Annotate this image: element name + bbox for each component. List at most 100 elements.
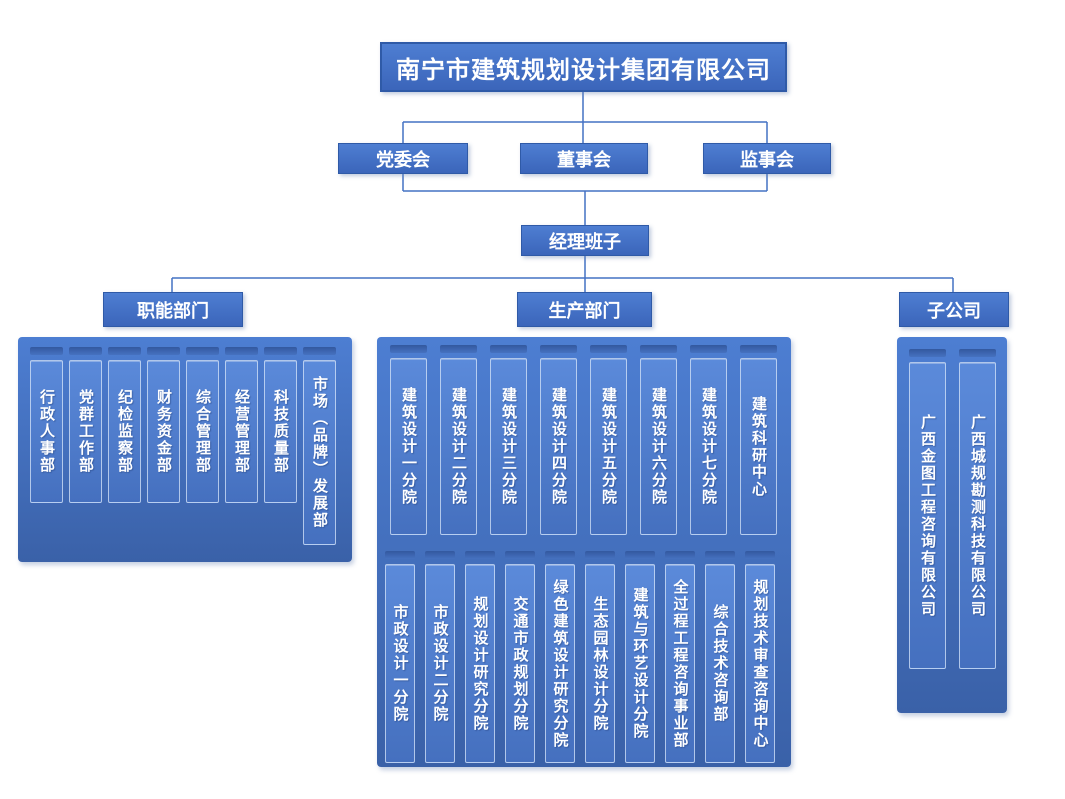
org-unit-box: 科技质量部 [264, 360, 297, 503]
org-unit-column: 建筑设计四分院 [540, 345, 577, 535]
org-unit-label: 全过程工程咨询事业部 [671, 578, 689, 749]
org-unit-column: 市政设计一分院 [385, 551, 415, 763]
org-unit-label: 党群工作部 [77, 389, 94, 474]
org-unit-column: 广西金图工程咨询有限公司 [909, 349, 946, 669]
org-unit-column: 市场（品牌）发展部 [303, 347, 336, 545]
production-columns-row-1: 建筑设计一分院 建筑设计二分院 建筑设计三分院 建筑设计四分院建筑设计五分院 建筑设计六… [390, 345, 777, 535]
org-unit-label: 行政人事部 [38, 389, 55, 474]
org-unit-label: 财务资金部 [155, 389, 172, 474]
org-unit-label: 交通市政规划分院 [511, 595, 529, 732]
column-cap [30, 347, 63, 355]
org-unit-column: 建筑设计五分院 [590, 345, 627, 535]
party-committee-box: 党委会 [338, 143, 468, 174]
org-unit-column: 经营管理部 [225, 347, 258, 545]
org-unit-box: 交通市政规划分院 [505, 564, 535, 763]
org-unit-column: 建筑与环艺设计分院 [625, 551, 655, 763]
org-unit-column: 规划设计研究分院 [465, 551, 495, 763]
org-unit-column: 市政设计二分院 [425, 551, 455, 763]
org-unit-box: 综合技术咨询部 [705, 564, 735, 763]
org-unit-label: 科技质量部 [272, 389, 289, 474]
column-cap [303, 347, 336, 355]
column-cap [390, 345, 427, 353]
org-unit-label: 广西金图工程咨询有限公司 [919, 413, 936, 618]
org-unit-column: 规划技术审查咨询中心 [745, 551, 775, 763]
org-unit-box: 生态园林设计分院 [585, 564, 615, 763]
column-cap [545, 551, 575, 559]
org-unit-label: 建筑设计七分院 [700, 387, 717, 506]
org-unit-label: 绿色建筑设计研究分院 [551, 578, 569, 749]
org-unit-label: 建筑设计六分院 [650, 387, 667, 506]
column-cap [425, 551, 455, 559]
subsidiaries-container: 广西金图工程咨询有限公司 广西城规勘测科技有限公司 [897, 337, 1007, 713]
functional-columns-row: 行政人事部 党群工作部 纪检监察部 财务资金部 综合管理部 经营管理部 科技质量部 市场（品牌… [30, 347, 336, 545]
org-unit-column: 建筑科研中心 [740, 345, 777, 535]
org-unit-column: 科技质量部 [264, 347, 297, 545]
column-cap [640, 345, 677, 353]
org-unit-column: 财务资金部 [147, 347, 180, 545]
column-cap [69, 347, 102, 355]
org-unit-column: 广西城规勘测科技有限公司 [959, 349, 996, 669]
org-unit-label: 市场（品牌）发展部 [311, 376, 328, 529]
column-cap [490, 345, 527, 353]
org-unit-box: 建筑科研中心 [740, 358, 777, 535]
production-columns-row-2: 市政设计一分院 市政设计二分院规划设计研究分院交通市政规划分院 绿色建筑设计研究分院… [385, 551, 775, 763]
org-unit-box: 广西城规勘测科技有限公司 [959, 362, 996, 669]
column-cap [385, 551, 415, 559]
org-unit-label: 市政设计二分院 [431, 604, 449, 723]
production-departments-header: 生产部门 [517, 292, 652, 327]
supervisory-board-box: 监事会 [703, 143, 831, 174]
column-cap [147, 347, 180, 355]
org-unit-label: 综合技术咨询部 [711, 604, 729, 723]
production-departments-container: 建筑设计一分院 建筑设计二分院 建筑设计三分院 建筑设计四分院建筑设计五分院 建筑设计六… [377, 337, 791, 767]
org-unit-label: 规划技术审查咨询中心 [751, 578, 769, 749]
column-cap [540, 345, 577, 353]
org-unit-label: 建筑设计三分院 [500, 387, 517, 506]
column-cap [745, 551, 775, 559]
column-cap [505, 551, 535, 559]
org-unit-label: 建筑科研中心 [750, 395, 767, 498]
functional-departments-container: 行政人事部 党群工作部 纪检监察部 财务资金部 综合管理部 经营管理部 科技质量部 市场（品牌… [18, 337, 352, 562]
org-unit-box: 市场（品牌）发展部 [303, 360, 336, 545]
org-unit-label: 建筑与环艺设计分院 [631, 587, 649, 740]
org-unit-label: 建筑设计一分院 [400, 387, 417, 506]
org-unit-column: 全过程工程咨询事业部 [665, 551, 695, 763]
org-unit-label: 市政设计一分院 [391, 604, 409, 723]
org-unit-box: 广西金图工程咨询有限公司 [909, 362, 946, 669]
org-unit-box: 纪检监察部 [108, 360, 141, 503]
org-unit-box: 综合管理部 [186, 360, 219, 503]
column-cap [465, 551, 495, 559]
org-unit-label: 广西城规勘测科技有限公司 [969, 413, 986, 618]
org-unit-column: 建筑设计六分院 [640, 345, 677, 535]
org-unit-label: 纪检监察部 [116, 389, 133, 474]
company-root-box: 南宁市建筑规划设计集团有限公司 [380, 42, 787, 92]
functional-departments-header: 职能部门 [103, 292, 243, 327]
org-unit-column: 综合管理部 [186, 347, 219, 545]
org-unit-column: 建筑设计三分院 [490, 345, 527, 535]
org-unit-column: 综合技术咨询部 [705, 551, 735, 763]
org-unit-box: 建筑设计二分院 [440, 358, 477, 535]
org-unit-box: 建筑设计五分院 [590, 358, 627, 535]
column-cap [108, 347, 141, 355]
column-cap [705, 551, 735, 559]
org-unit-column: 党群工作部 [69, 347, 102, 545]
org-unit-label: 经营管理部 [233, 389, 250, 474]
org-unit-box: 建筑设计七分院 [690, 358, 727, 535]
org-unit-box: 党群工作部 [69, 360, 102, 503]
column-cap [909, 349, 946, 357]
org-unit-label: 生态园林设计分院 [591, 595, 609, 732]
org-unit-box: 市政设计一分院 [385, 564, 415, 763]
org-unit-label: 综合管理部 [194, 389, 211, 474]
org-unit-box: 经营管理部 [225, 360, 258, 503]
org-unit-column: 纪检监察部 [108, 347, 141, 545]
org-unit-box: 建筑设计四分院 [540, 358, 577, 535]
subsidiaries-columns-row: 广西金图工程咨询有限公司 广西城规勘测科技有限公司 [909, 349, 996, 669]
org-unit-box: 规划技术审查咨询中心 [745, 564, 775, 763]
subsidiaries-header: 子公司 [899, 292, 1009, 327]
column-cap [264, 347, 297, 355]
org-unit-box: 建筑设计三分院 [490, 358, 527, 535]
org-unit-box: 绿色建筑设计研究分院 [545, 564, 575, 763]
org-unit-label: 建筑设计二分院 [450, 387, 467, 506]
column-cap [625, 551, 655, 559]
column-cap [440, 345, 477, 353]
org-unit-box: 建筑设计六分院 [640, 358, 677, 535]
